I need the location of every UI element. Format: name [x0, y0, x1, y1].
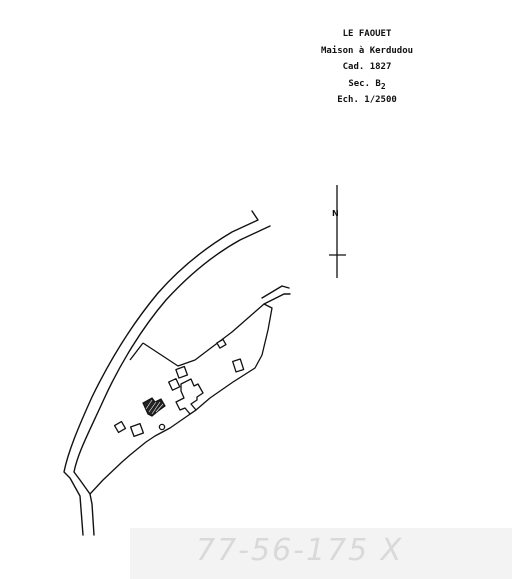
road-inner-edge — [74, 226, 270, 535]
east-road-edge — [262, 286, 289, 298]
road-west-edge — [64, 211, 258, 535]
building-southwest-b — [131, 424, 144, 437]
north-arrow — [329, 185, 346, 278]
building-west — [169, 379, 180, 391]
subject-title: Maison à Kerdudou — [320, 45, 414, 56]
building-cross-shaped — [176, 379, 203, 414]
building-small-ne — [217, 339, 226, 348]
well — [159, 424, 164, 429]
subject-house — [143, 398, 165, 416]
section-prefix: Sec. B — [348, 78, 381, 89]
building-southwest-a — [115, 422, 126, 433]
subject-house-hatching — [146, 400, 163, 414]
cadastre-year: Cad. 1827 — [342, 62, 392, 72]
section-label: Sec. B2 — [312, 76, 422, 93]
title-block: LE FAOUET Maison à Kerdudou Cad. 1827 Se… — [312, 26, 422, 109]
archive-stamp-text: 77-56-175 X — [196, 533, 404, 568]
building-north — [176, 367, 188, 379]
section-subscript: 2 — [380, 81, 386, 91]
road-boundaries — [64, 211, 290, 535]
north-label: N — [332, 209, 339, 218]
east-road-edge-inner — [264, 294, 290, 304]
commune-name: LE FAOUET — [342, 29, 392, 39]
archive-stamp-background — [130, 528, 512, 579]
parcel-north-divider — [143, 304, 264, 366]
parcel-west-divider — [130, 343, 143, 360]
building-east — [233, 359, 244, 372]
scale-label: Ech. 1/2500 — [337, 95, 397, 105]
subject-house-outline — [143, 398, 165, 416]
buildings — [115, 339, 244, 436]
